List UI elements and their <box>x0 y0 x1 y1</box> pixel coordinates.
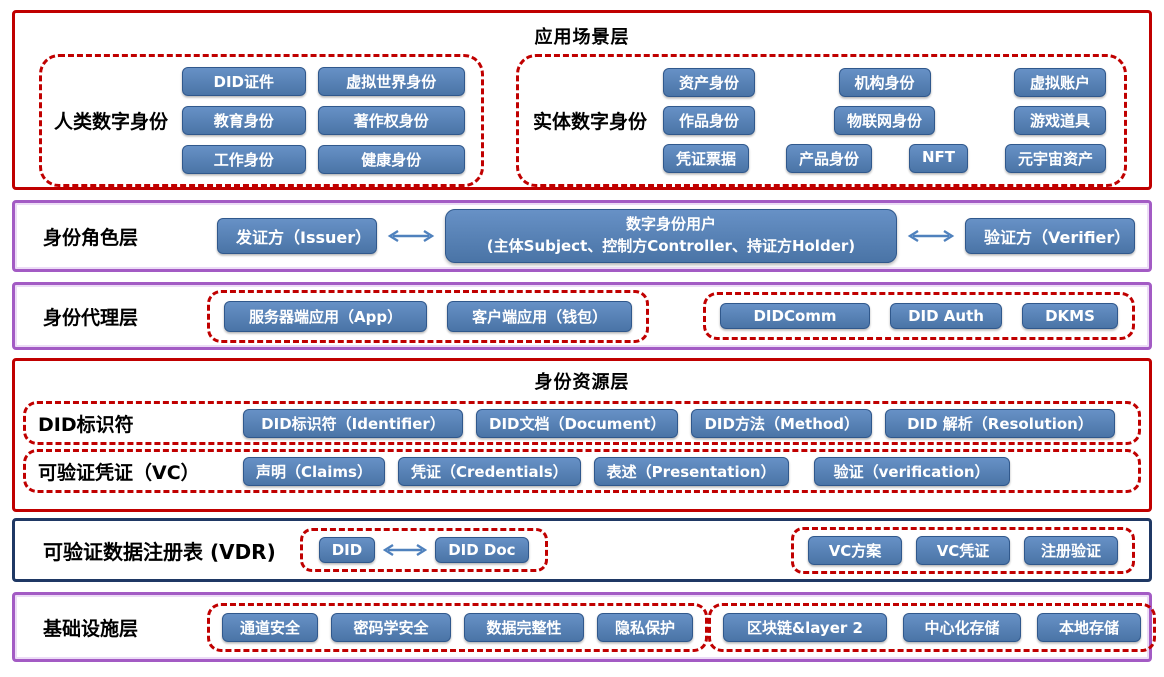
chip-voucher-ticket: 凭证票据 <box>663 144 750 173</box>
chip-did-doc: DID Doc <box>435 537 529 563</box>
chip-client-wallet: 客户端应用（钱包） <box>447 300 633 332</box>
entity-row: 资产身份 机构身份 虚拟账户 <box>663 68 1106 97</box>
chip-did-identifier: DID标识符（Identifier） <box>243 408 463 438</box>
layer-application-scenario: 应用场景层 人类数字身份 DID证件 虚拟世界身份 教育身份 著作权身份 工作身… <box>12 10 1152 190</box>
layer-label: 基础设施层 <box>43 617 139 640</box>
layer-label: 可验证数据注册表 (VDR) <box>43 539 276 564</box>
layer-label: 身份角色层 <box>43 226 139 249</box>
user-box-title: 数字身份用户 <box>625 215 716 234</box>
chip-virtual-account: 虚拟账户 <box>1013 68 1106 97</box>
chip-copyright-id: 著作权身份 <box>317 106 465 135</box>
chip-centralized-storage: 中心化存储 <box>903 612 1021 642</box>
chip-claims: 声明（Claims） <box>243 456 385 486</box>
human-identity-group: 人类数字身份 DID证件 虚拟世界身份 教育身份 著作权身份 工作身份 健康身份 <box>39 54 484 187</box>
infra-storage-group: 区块链&layer 2 中心化存储 本地存储 <box>708 602 1156 652</box>
chip-channel-security: 通道安全 <box>222 612 318 642</box>
entity-identity-label: 实体数字身份 <box>533 111 648 133</box>
chip-org-id: 机构身份 <box>838 68 931 97</box>
agent-protocols-group: DIDComm DID Auth DKMS <box>703 292 1135 340</box>
layer-identity-roles: 身份角色层 发证方（Issuer） 数字身份用户 (主体Subject、控制方C… <box>12 200 1152 272</box>
human-identity-label: 人类数字身份 <box>54 111 169 133</box>
agent-apps-group: 服务器端应用（App） 客户端应用（钱包） <box>207 289 650 343</box>
chip-iot-id: 物联网身份 <box>834 106 936 135</box>
chip-metaverse-asset: 元宇宙资产 <box>1004 144 1106 173</box>
chip-didcomm: DIDComm <box>720 303 870 329</box>
issuer-box: 发证方（Issuer） <box>217 218 377 254</box>
chip-presentation: 表述（Presentation） <box>593 456 789 486</box>
chip-registry-verification: 注册验证 <box>1024 535 1118 565</box>
chip-crypto-security: 密码学安全 <box>331 612 451 642</box>
layer-title: 应用场景层 <box>534 27 630 48</box>
layer-label: 身份代理层 <box>43 306 139 329</box>
chip-nft: NFT <box>908 144 968 173</box>
verifier-box: 验证方（Verifier） <box>964 218 1135 254</box>
did-row-label: DID标识符 <box>38 413 134 436</box>
chip-server-app: 服务器端应用（App） <box>224 300 428 332</box>
user-box: 数字身份用户 (主体Subject、控制方Controller、持证方Holde… <box>444 209 897 263</box>
chip-did-resolution: DID 解析（Resolution） <box>884 408 1115 438</box>
vdr-did-group: DID DID Doc <box>299 528 548 572</box>
entity-row: 作品身份 物联网身份 游戏道具 <box>663 106 1106 135</box>
chip-work-id: 工作身份 <box>182 145 306 174</box>
chip-dkms: DKMS <box>1022 303 1118 329</box>
chip-did-method: DID方法（Method） <box>691 408 872 438</box>
chip-virtual-world-id: 虚拟世界身份 <box>317 67 465 96</box>
scenario-groups: 人类数字身份 DID证件 虚拟世界身份 教育身份 著作权身份 工作身份 健康身份… <box>15 49 1149 187</box>
chip-education-id: 教育身份 <box>182 106 306 135</box>
infra-security-group: 通道安全 密码学安全 数据完整性 隐私保护 <box>207 602 708 652</box>
chip-vc-credential: VC凭证 <box>916 535 1010 565</box>
chip-product-id: 产品身份 <box>785 144 872 173</box>
vdr-vc-group: VC方案 VC凭证 注册验证 <box>791 526 1135 574</box>
chip-creation-id: 作品身份 <box>663 106 756 135</box>
chip-game-item: 游戏道具 <box>1014 106 1106 135</box>
chip-asset-id: 资产身份 <box>663 68 756 97</box>
chip-data-integrity: 数据完整性 <box>464 612 584 642</box>
did-identifier-row: DID标识符 DID标识符（Identifier） DID文档（Document… <box>23 401 1141 445</box>
chip-health-id: 健康身份 <box>317 145 465 174</box>
layer-vdr: 可验证数据注册表 (VDR) DID DID Doc VC方案 VC凭证 注册验… <box>12 518 1152 582</box>
entity-row: 凭证票据 产品身份 NFT 元宇宙资产 <box>663 144 1106 173</box>
chip-local-storage: 本地存储 <box>1037 612 1141 642</box>
layer-title: 身份资源层 <box>534 372 630 393</box>
layer-identity-agents: 身份代理层 服务器端应用（App） 客户端应用（钱包） DIDComm DID … <box>12 282 1152 350</box>
user-box-subtitle: (主体Subject、控制方Controller、持证方Holder) <box>486 237 856 255</box>
vc-row: 可验证凭证（VC） 声明（Claims） 凭证（Credentials） 表述（… <box>23 449 1141 493</box>
chip-did-cert: DID证件 <box>182 67 306 96</box>
chip-verification: 验证（verification） <box>813 456 1010 486</box>
vc-row-label: 可验证凭证（VC） <box>38 461 200 484</box>
bidirectional-arrow-icon <box>907 229 955 243</box>
layer-infrastructure: 基础设施层 通道安全 密码学安全 数据完整性 隐私保护 区块链&layer 2 … <box>12 592 1156 662</box>
entity-identity-chips: 资产身份 机构身份 虚拟账户 作品身份 物联网身份 游戏道具 凭证票据 产品身份… <box>663 68 1106 173</box>
entity-identity-group: 实体数字身份 资产身份 机构身份 虚拟账户 作品身份 物联网身份 游戏道具 凭证… <box>516 54 1127 187</box>
chip-privacy-protection: 隐私保护 <box>597 612 693 642</box>
layer-identity-resources: 身份资源层 DID标识符 DID标识符（Identifier） DID文档（Do… <box>12 358 1152 512</box>
chip-did-auth: DID Auth <box>890 303 1002 329</box>
bidirectional-arrow-icon <box>383 543 428 557</box>
chip-blockchain-layer2: 区块链&layer 2 <box>723 612 887 642</box>
chip-vc-schema: VC方案 <box>808 535 902 565</box>
human-identity-chips: DID证件 虚拟世界身份 教育身份 著作权身份 工作身份 健康身份 <box>182 67 465 174</box>
chip-credentials: 凭证（Credentials） <box>397 456 581 486</box>
bidirectional-arrow-icon <box>387 229 435 243</box>
chip-did: DID <box>318 537 376 563</box>
chip-did-document: DID文档（Document） <box>476 408 679 438</box>
